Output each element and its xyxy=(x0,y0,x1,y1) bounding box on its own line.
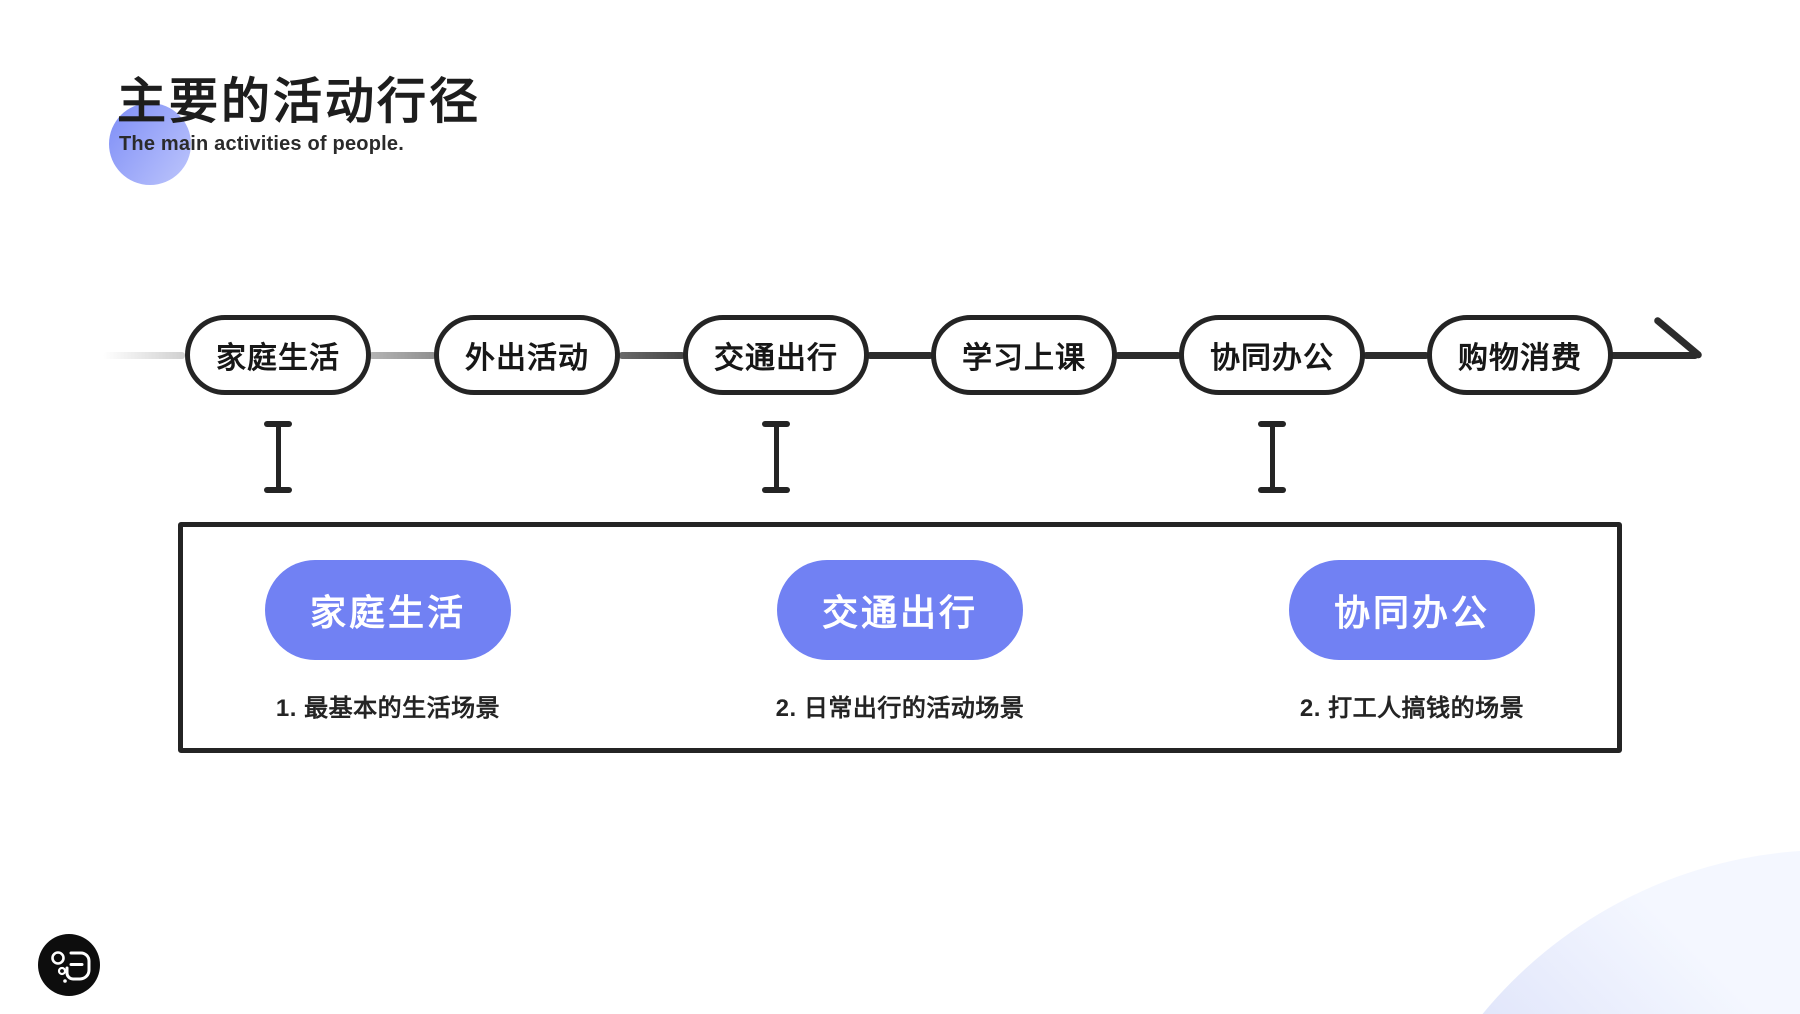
page-subtitle: The main activities of people. xyxy=(119,133,404,155)
connector-bottom-bar xyxy=(1258,487,1286,493)
page-title: 主要的活动行径 xyxy=(117,75,482,129)
detail-pill-home-life: 家庭生活 xyxy=(265,560,511,660)
connector-bottom-bar xyxy=(264,487,292,493)
timeline-node-label: 外出活动 xyxy=(465,342,589,375)
timeline-node-transport: 交通出行 xyxy=(683,315,869,395)
detail-description: 1. 最基本的生活场景 xyxy=(275,695,501,722)
connector-beam-2 xyxy=(762,421,790,493)
timeline-line-segment-1 xyxy=(369,352,436,359)
timeline-line-segment-4 xyxy=(1115,352,1181,359)
brand-logo-icon xyxy=(38,934,100,996)
corner-gradient-circle xyxy=(1380,850,1800,1014)
timeline-node-label: 家庭生活 xyxy=(216,342,340,375)
connector-beam-1 xyxy=(264,421,292,493)
timeline-node-study: 学习上课 xyxy=(931,315,1117,395)
timeline-node-label: 协同办公 xyxy=(1210,342,1334,375)
timeline-node-label: 学习上课 xyxy=(962,342,1086,375)
timeline-arrow-shaft xyxy=(1610,352,1698,359)
connector-beam-3 xyxy=(1258,421,1286,493)
detail-description: 2. 打工人搞钱的场景 xyxy=(1299,695,1525,722)
connector-stem xyxy=(1270,423,1275,491)
detail-pill-cowork: 协同办公 xyxy=(1289,560,1535,660)
timeline-line-segment-2 xyxy=(619,352,685,359)
timeline-line-segment-5 xyxy=(1363,352,1429,359)
timeline-node-label: 购物消费 xyxy=(1458,342,1582,375)
timeline-node-cowork: 协同办公 xyxy=(1179,315,1365,395)
timeline-line-segment-3 xyxy=(867,352,933,359)
detail-pill-transport: 交通出行 xyxy=(777,560,1023,660)
timeline-node-label: 交通出行 xyxy=(714,342,838,375)
title-accent-circle xyxy=(109,103,191,185)
timeline-line-segment-intro xyxy=(103,352,185,359)
connector-stem xyxy=(276,423,281,491)
connector-stem xyxy=(774,423,779,491)
timeline-node-shopping: 购物消费 xyxy=(1427,315,1613,395)
timeline-node-home-life: 家庭生活 xyxy=(185,315,371,395)
timeline-node-outing: 外出活动 xyxy=(434,315,620,395)
detail-description: 2. 日常出行的活动场景 xyxy=(775,695,1025,722)
detail-pill-label: 协同办公 xyxy=(1333,592,1490,633)
connector-bottom-bar xyxy=(762,487,790,493)
detail-pill-label: 家庭生活 xyxy=(309,592,466,633)
detail-pill-label: 交通出行 xyxy=(821,592,978,633)
